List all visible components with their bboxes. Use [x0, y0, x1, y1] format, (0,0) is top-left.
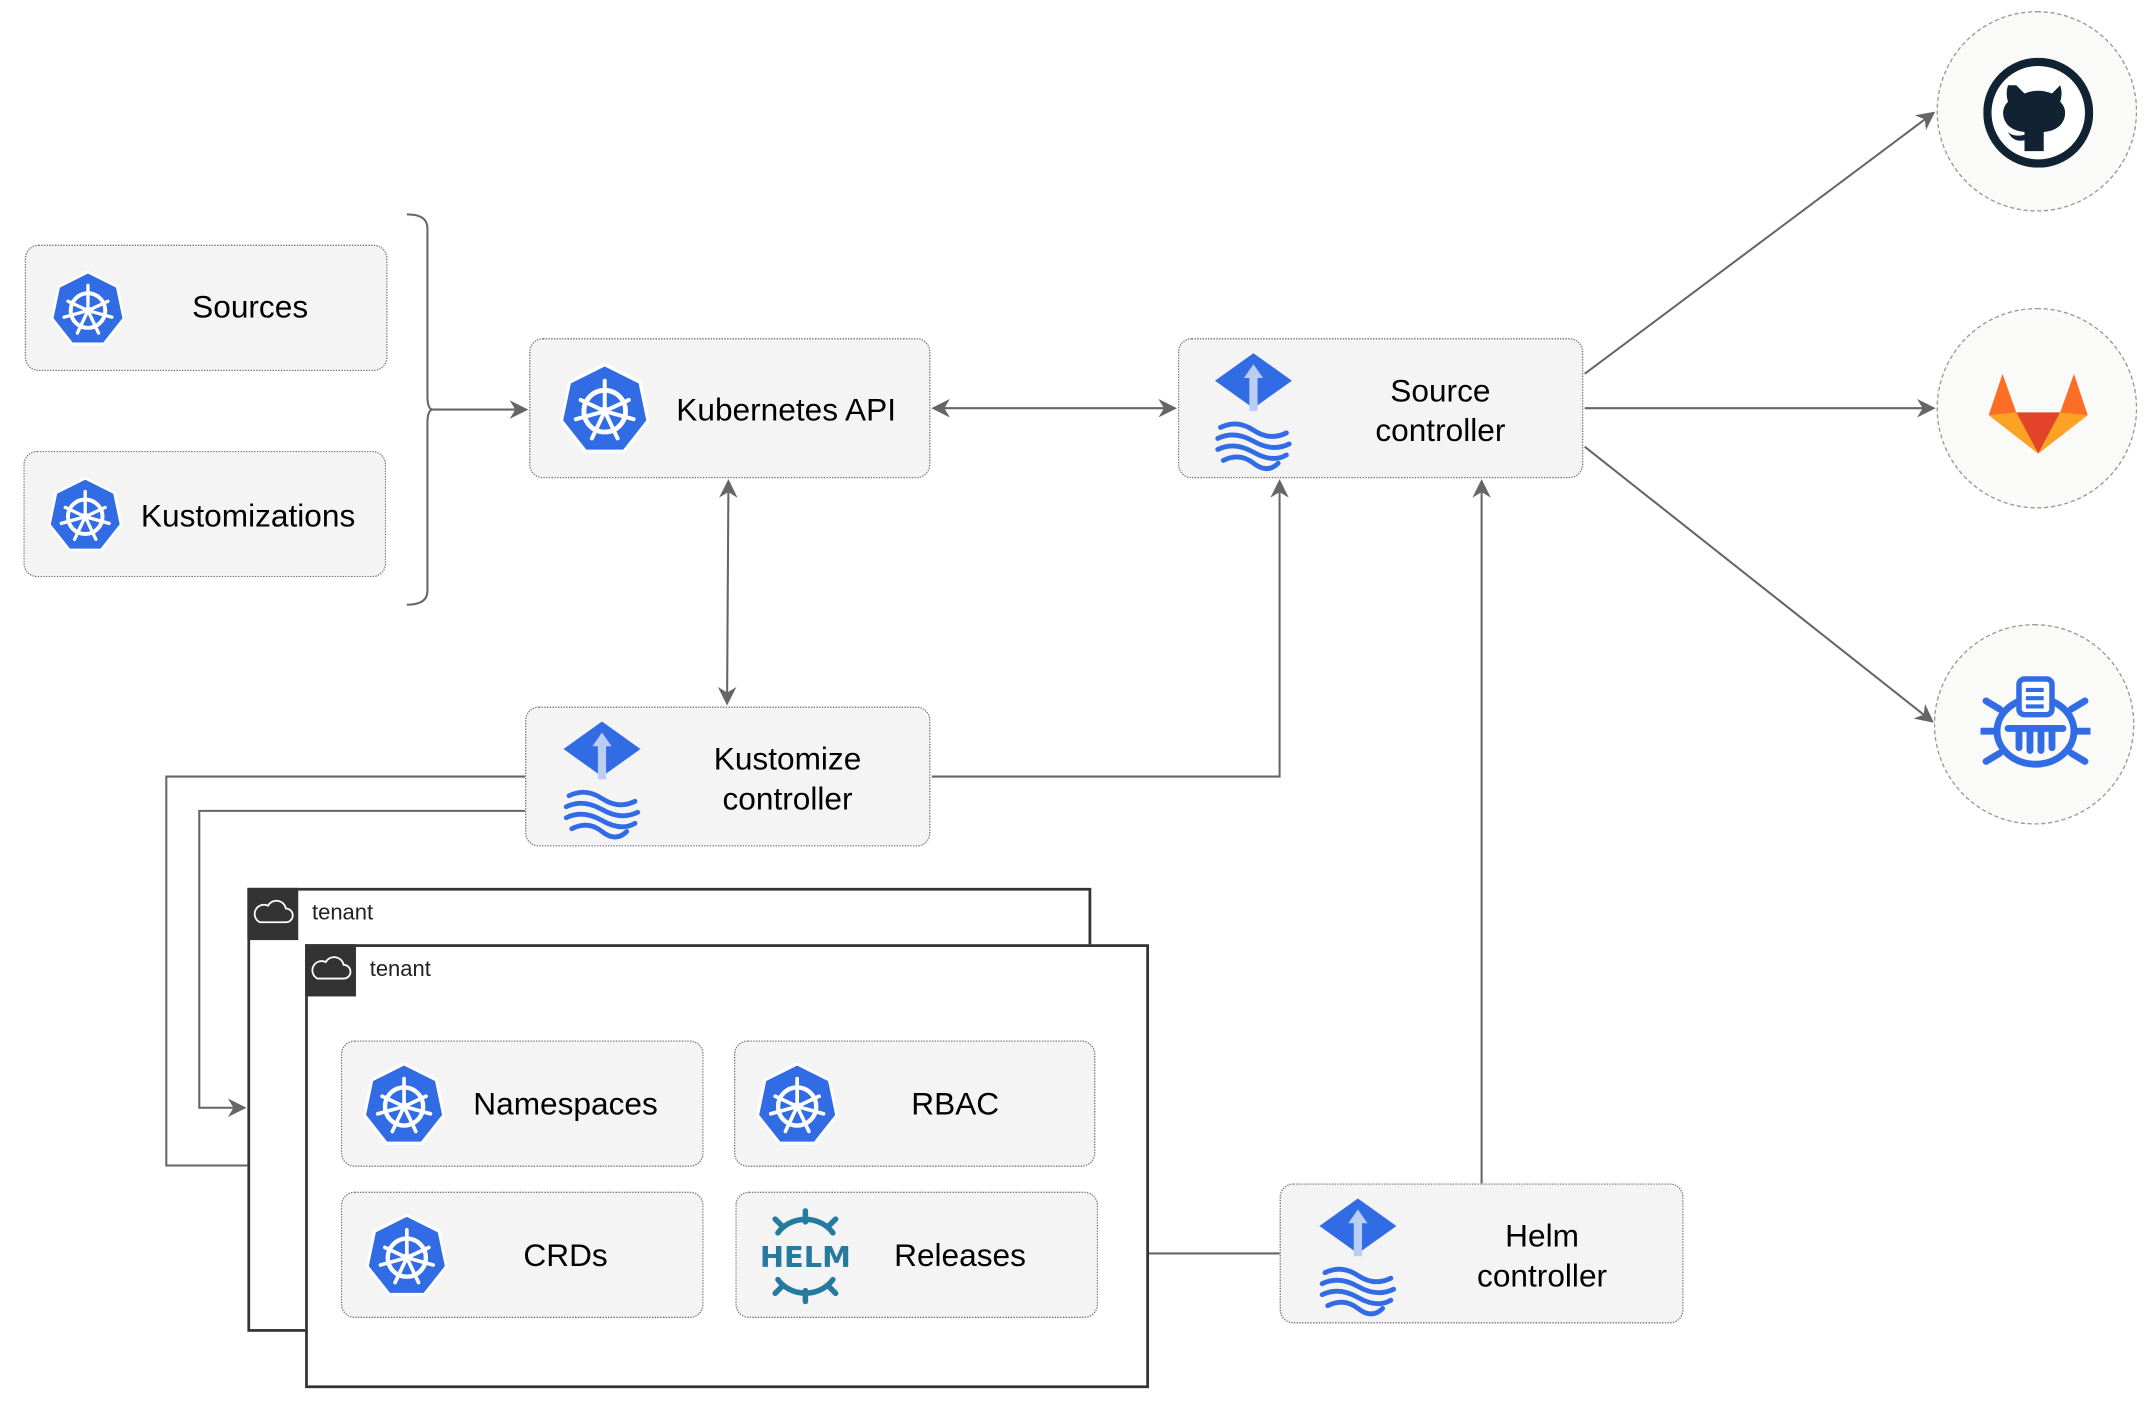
kubernetes-api-label: Kubernetes API: [676, 391, 897, 428]
github-icon: [1983, 57, 2094, 168]
kustomizations-label: Kustomizations: [140, 497, 356, 534]
crds-node: CRDs: [340, 1191, 704, 1319]
tenant-label: tenant: [311, 901, 374, 925]
cloud-icon: [253, 899, 294, 924]
source-controller-label-1: Source: [1390, 372, 1491, 409]
helm-controller-label-1: Helm: [1505, 1217, 1579, 1254]
arrow-kustomize-source: [931, 479, 1289, 778]
github-source: [1936, 10, 2138, 212]
flux-icon: [1212, 350, 1294, 474]
flux-icon: [561, 719, 643, 843]
tenant-label: tenant: [369, 957, 431, 982]
kubernetes-icon: [360, 1061, 448, 1149]
rbac-label: RBAC: [911, 1085, 1000, 1122]
gitlab-icon: [1988, 373, 2088, 454]
rbac-node: RBAC: [733, 1040, 1096, 1167]
releases-label: Releases: [894, 1236, 1026, 1273]
kustomize-controller-label-1: Kustomize: [713, 740, 862, 777]
arrow-kustomize-tenant-front: [165, 775, 526, 1175]
kubernetes-icon: [753, 1061, 841, 1149]
helm-controller-label-2: controller: [1477, 1257, 1608, 1294]
source-controller-label-2: controller: [1375, 412, 1506, 449]
brace: [406, 213, 434, 606]
kubernetes-icon: [45, 476, 125, 556]
helm-icon: HELM: [760, 1208, 851, 1305]
helm-logo-text: HELM: [760, 1240, 851, 1274]
kustomizations-node: Kustomizations: [23, 450, 387, 578]
kubernetes-icon: [363, 1212, 451, 1300]
kustomize-controller-node: Kustomize controller: [525, 706, 931, 847]
bucket-icon: [1980, 676, 2091, 768]
bucket-source: [1933, 623, 2135, 825]
cloud-icon: [311, 956, 352, 980]
arrow-kustomize-tenant-back: [198, 809, 526, 1118]
namespaces-node: Namespaces: [340, 1040, 704, 1167]
arrow-api-kustomize: [717, 479, 738, 706]
kubernetes-icon: [557, 361, 653, 457]
sources-label: Sources: [192, 288, 309, 325]
gitlab-source: [1936, 307, 2138, 509]
kustomize-controller-label-2: controller: [722, 780, 853, 817]
source-controller-node: Source controller: [1177, 338, 1584, 479]
helm-controller-node: Helm controller: [1279, 1183, 1684, 1324]
arrow-source-github: [1584, 111, 1936, 375]
sources-node: Sources: [24, 244, 388, 372]
crds-label: CRDs: [523, 1236, 608, 1273]
arrow-source-bucket: [1584, 445, 1934, 723]
releases-node: HELM Releases: [735, 1191, 1099, 1319]
flux-icon: [1317, 1196, 1399, 1320]
namespaces-label: Namespaces: [473, 1085, 658, 1122]
kubernetes-icon: [48, 269, 128, 349]
kubernetes-api-node: Kubernetes API: [529, 338, 931, 479]
